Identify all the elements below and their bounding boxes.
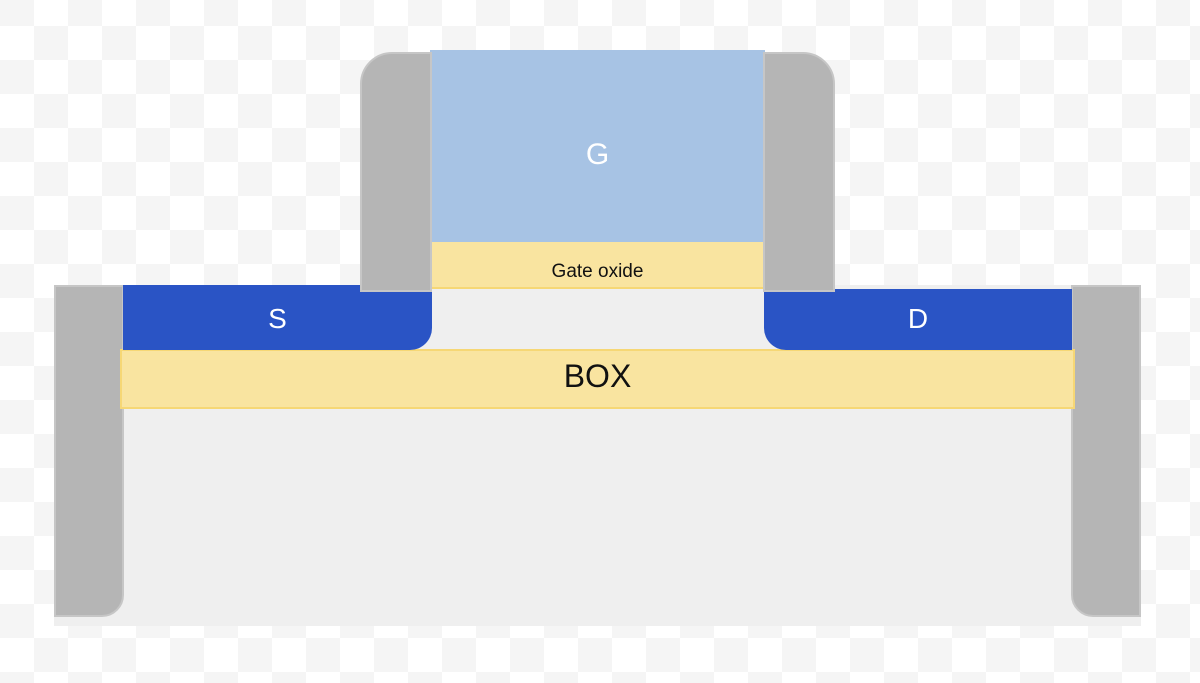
right-gate-spacer [763,52,835,292]
buried-oxide-layer: BOX [120,349,1075,409]
box-label: BOX [563,358,632,394]
gate-oxide-layer: Gate oxide [430,240,765,289]
drain-label: D [907,303,929,334]
right-isolation-trench [1071,285,1141,617]
gate-label: G [585,138,610,171]
left-gate-spacer [360,52,432,292]
source-label: S [268,303,287,334]
source-region: S [123,285,432,350]
drain-region: D [764,289,1072,350]
gate-electrode: G [430,50,765,242]
gate-oxide-label: Gate oxide [551,261,644,282]
left-isolation-trench [54,285,124,617]
